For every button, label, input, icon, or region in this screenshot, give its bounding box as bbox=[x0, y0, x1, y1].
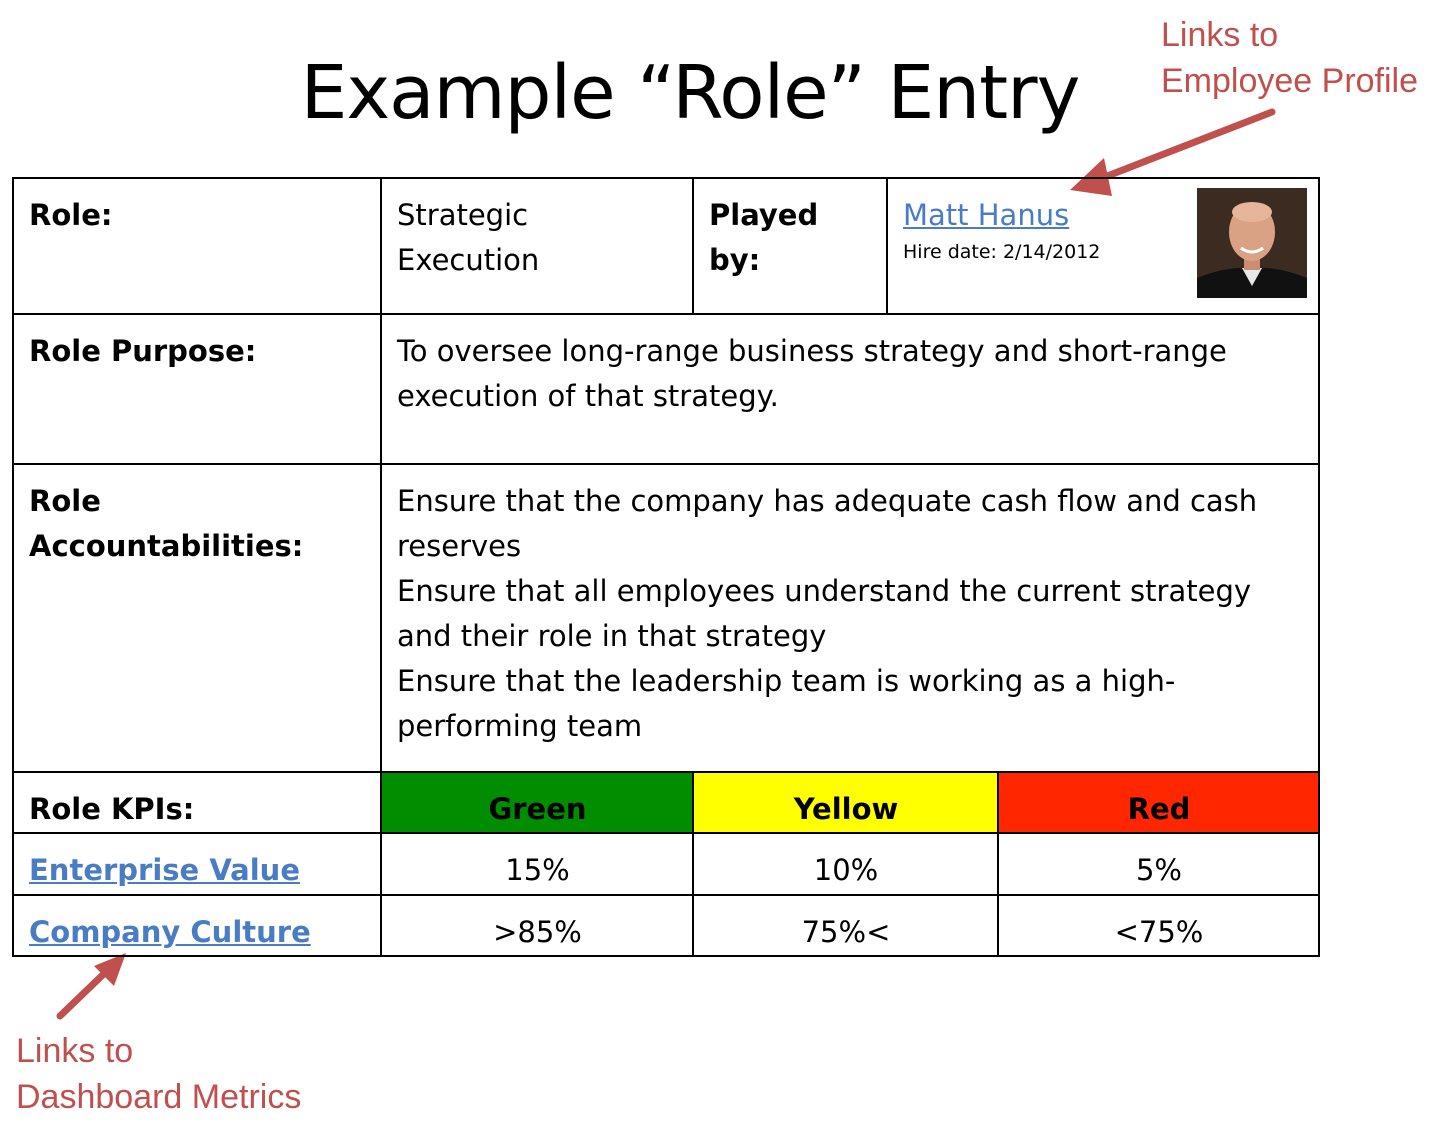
employee-photo bbox=[1197, 188, 1307, 298]
accountability-item: Ensure that the company has adequate cas… bbox=[397, 484, 1258, 563]
accountabilities-label: Role Accountabilities: bbox=[12, 463, 382, 773]
kpi-header-yellow: Yellow bbox=[692, 771, 999, 834]
enterprise-value-link[interactable]: Enterprise Value bbox=[29, 853, 300, 887]
kpi-value-green: >85% bbox=[380, 894, 694, 957]
dashboard-metrics-annotation: Links to Dashboard Metrics bbox=[16, 1032, 302, 1116]
role-label: Role: bbox=[12, 177, 382, 315]
purpose-row: Role Purpose: To oversee long-range busi… bbox=[12, 313, 1320, 465]
kpi-value-yellow: 75%< bbox=[692, 894, 999, 957]
table-row: Enterprise Value 15% 10% 5% bbox=[12, 832, 1320, 896]
kpi-enterprise-value-cell: Enterprise Value bbox=[12, 832, 382, 896]
employee-profile-annotation: Links to Employee Profile bbox=[1161, 16, 1419, 100]
accountability-item: Ensure that all employees understand the… bbox=[397, 574, 1252, 653]
page-title: Example “Role” Entry bbox=[300, 50, 1081, 136]
kpi-value-red: <75% bbox=[997, 894, 1320, 957]
company-culture-link[interactable]: Company Culture bbox=[29, 915, 311, 949]
purpose-label: Role Purpose: bbox=[12, 313, 382, 465]
accountabilities-list: Ensure that the company has adequate cas… bbox=[380, 463, 1320, 773]
played-by-cell: Matt Hanus Hire date: 2/14/2012 bbox=[886, 177, 1320, 315]
kpi-header-red: Red bbox=[997, 771, 1320, 834]
role-entry-table: Role: Strategic Execution Played by: Mat… bbox=[12, 177, 1320, 957]
accountability-item: Ensure that the leadership team is worki… bbox=[397, 664, 1176, 743]
played-by-label: Played by: bbox=[692, 177, 888, 315]
kpi-value-red: 5% bbox=[997, 832, 1320, 896]
kpi-company-culture-cell: Company Culture bbox=[12, 894, 382, 957]
table-row: Company Culture >85% 75%< <75% bbox=[12, 894, 1320, 957]
role-value: Strategic Execution bbox=[380, 177, 694, 315]
employee-profile-link[interactable]: Matt Hanus bbox=[903, 198, 1070, 232]
kpi-value-yellow: 10% bbox=[692, 832, 999, 896]
arrow-to-dashboard-metrics-icon bbox=[56, 953, 126, 1020]
kpi-header-row: Role KPIs: Green Yellow Red bbox=[12, 771, 1320, 834]
hire-date: Hire date: 2/14/2012 bbox=[903, 241, 1101, 263]
accountabilities-row: Role Accountabilities: Ensure that the c… bbox=[12, 463, 1320, 773]
kpi-header-green: Green bbox=[380, 771, 694, 834]
purpose-text: To oversee long-range business strategy … bbox=[380, 313, 1320, 465]
role-row: Role: Strategic Execution Played by: Mat… bbox=[12, 177, 1320, 315]
kpi-label: Role KPIs: bbox=[12, 771, 382, 834]
avatar-icon bbox=[1197, 188, 1307, 298]
kpi-value-green: 15% bbox=[380, 832, 694, 896]
